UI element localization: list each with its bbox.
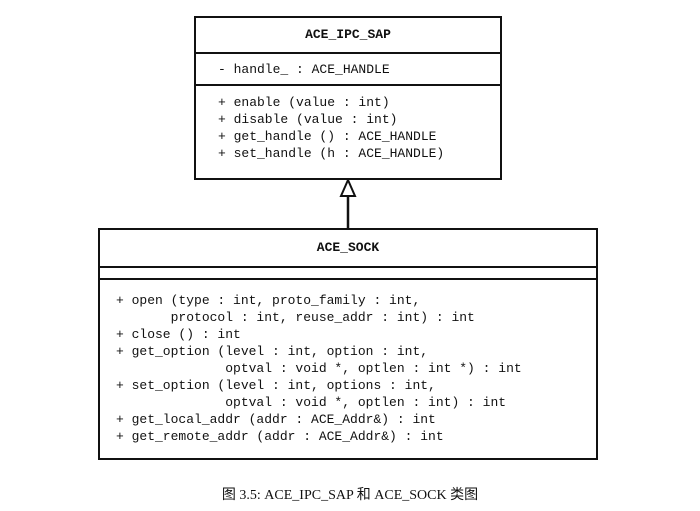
- operation-disable: + disable (value : int): [218, 112, 398, 127]
- class-ace-ipc-sap: ACE_IPC_SAP - handle_ : ACE_HANDLE + ena…: [194, 16, 502, 180]
- operation-enable: + enable (value : int): [218, 95, 390, 110]
- operation-get-option: + get_option (level : int, option : int,: [116, 344, 429, 359]
- operation-open-cont: protocol : int, reuse_addr : int) : int: [116, 310, 475, 325]
- operation-get-option-cont: optval : void *, optlen : int *) : int: [116, 361, 522, 376]
- figure-caption: 图 3.5: ACE_IPC_SAP 和 ACE_SOCK 类图: [221, 488, 479, 503]
- operation-get-local-addr: + get_local_addr (addr : ACE_Addr&) : in…: [116, 412, 436, 427]
- operation-open: + open (type : int, proto_family : int,: [116, 293, 421, 308]
- operation-get-handle: + get_handle () : ACE_HANDLE: [218, 129, 437, 144]
- operation-set-handle: + set_handle (h : ACE_HANDLE): [218, 146, 445, 161]
- operation-close: + close () : int: [116, 327, 241, 342]
- attributes-section-empty: [100, 266, 596, 278]
- class-name-ace-sock: ACE_SOCK: [316, 240, 380, 255]
- inheritance-arrowhead: [339, 177, 357, 197]
- operations-section: + open (type : int, proto_family : int, …: [100, 278, 596, 445]
- class-name-ace-ipc-sap: ACE_IPC_SAP: [305, 27, 391, 42]
- attributes-section: - handle_ : ACE_HANDLE: [196, 52, 500, 84]
- operation-set-option: + set_option (level : int, options : int…: [116, 378, 436, 393]
- operation-get-remote-addr: + get_remote_addr (addr : ACE_Addr&) : i…: [116, 429, 444, 444]
- operation-set-option-cont: optval : void *, optlen : int) : int: [116, 395, 507, 410]
- class-ace-sock: ACE_SOCK + open (type : int, proto_famil…: [98, 228, 598, 460]
- attribute-handle: - handle_ : ACE_HANDLE: [218, 62, 390, 77]
- operations-section: + enable (value : int) + disable (value …: [196, 84, 500, 162]
